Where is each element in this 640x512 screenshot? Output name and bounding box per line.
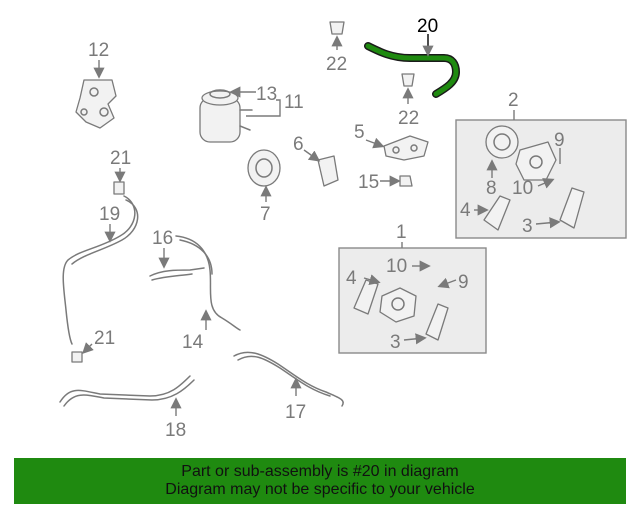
callout-6[interactable]: 6 [293, 134, 304, 155]
callout-15[interactable]: 15 [358, 172, 379, 193]
callout-10-box2[interactable]: 10 [512, 178, 533, 199]
part-1-pump-body[interactable] [379, 287, 417, 323]
callout-19[interactable]: 19 [99, 204, 120, 225]
callout-14[interactable]: 14 [182, 332, 204, 353]
part-16-hose[interactable] [149, 267, 205, 281]
callout-8[interactable]: 8 [486, 178, 497, 199]
callout-3-box2[interactable]: 3 [522, 216, 533, 237]
part-12-bracket[interactable] [75, 79, 117, 129]
part-7-pulley[interactable] [247, 149, 281, 187]
callout-17[interactable]: 17 [285, 402, 306, 423]
part-19-pressure-hose[interactable] [62, 195, 139, 345]
callout-22-mid[interactable]: 22 [398, 108, 419, 129]
part-21-clip-top[interactable] [113, 181, 125, 195]
part-3-bracket-box1[interactable] [425, 303, 449, 341]
callout-12[interactable]: 12 [88, 40, 109, 61]
callout-9-box1[interactable]: 9 [458, 272, 469, 293]
part-3-bracket-box2[interactable] [559, 187, 585, 229]
part-2-pump-pulley[interactable] [485, 125, 519, 159]
banner-line-1: Part or sub-assembly is #20 in diagram [181, 463, 459, 480]
callout-7[interactable]: 7 [260, 204, 271, 225]
callout-5[interactable]: 5 [354, 122, 365, 143]
callout-21-bottom[interactable]: 21 [94, 328, 115, 349]
banner-line-2: Diagram may not be specific to your vehi… [165, 481, 475, 498]
part-5-bracket[interactable] [383, 135, 429, 161]
part-6-cover[interactable] [317, 155, 339, 187]
parts-diagram: 12 13 11 22 22 20 5 6 [59, 16, 627, 441]
info-banner: Part or sub-assembly is #20 in diagram D… [14, 458, 626, 504]
callout-11[interactable]: 11 [284, 92, 304, 113]
callout-1[interactable]: 1 [396, 222, 407, 243]
callout-10-box1[interactable]: 10 [386, 256, 407, 277]
callout-3-box1[interactable]: 3 [390, 332, 401, 353]
part-18-hose[interactable] [59, 375, 195, 407]
part-22-clip-top[interactable] [329, 21, 345, 35]
callout-18[interactable]: 18 [165, 420, 186, 441]
callout-16[interactable]: 16 [152, 228, 173, 249]
callout-4-box2[interactable]: 4 [460, 200, 471, 221]
part-20-return-hose[interactable] [364, 42, 461, 98]
callout-21-top[interactable]: 21 [110, 148, 131, 169]
part-17-hose[interactable] [233, 351, 344, 407]
part-22-clip-mid[interactable] [401, 73, 415, 87]
part-15-bolt[interactable] [399, 175, 413, 187]
part-11-reservoir[interactable] [199, 89, 253, 143]
callout-22-top[interactable]: 22 [326, 54, 347, 75]
callout-20[interactable]: 20 [417, 16, 438, 37]
part-14-hose[interactable] [175, 235, 241, 331]
part-4-bracket-box2[interactable] [483, 195, 511, 231]
callout-13[interactable]: 13 [256, 84, 277, 105]
callout-2[interactable]: 2 [508, 90, 519, 111]
part-21-clip-bottom[interactable] [71, 351, 83, 363]
callout-9-box2[interactable]: 9 [554, 130, 565, 151]
callout-4-box1[interactable]: 4 [346, 268, 357, 289]
